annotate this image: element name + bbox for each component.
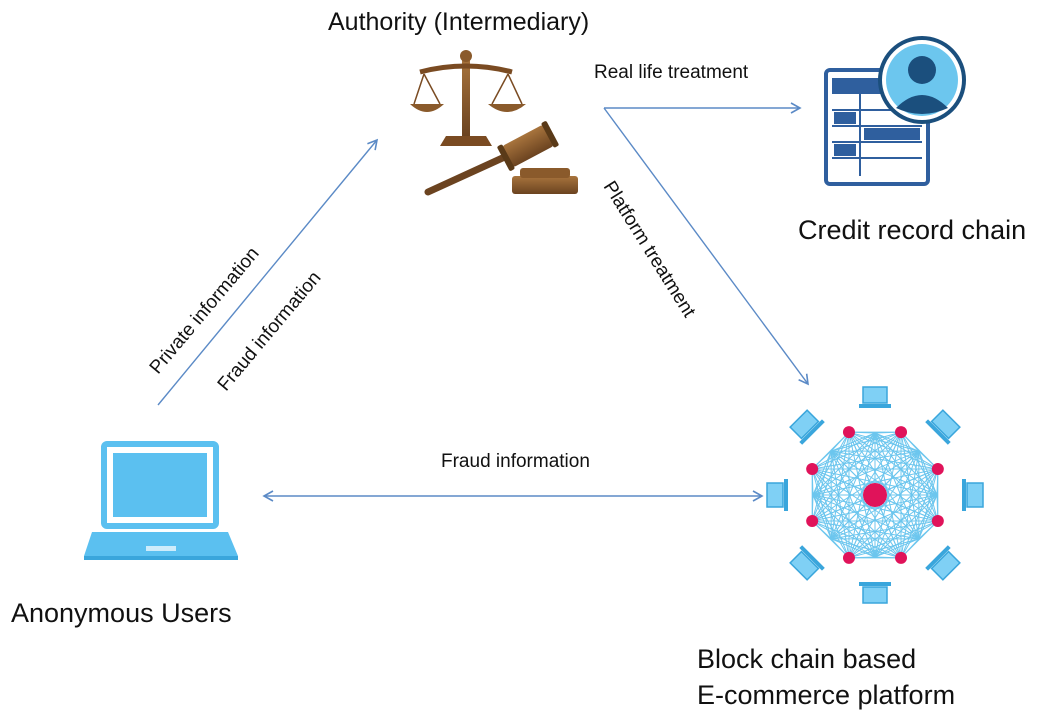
network-ring-node <box>842 551 855 564</box>
mesh-line <box>830 450 938 496</box>
network-laptop-icon <box>859 386 891 408</box>
network-ring-node <box>806 515 819 528</box>
mesh-line <box>830 494 938 540</box>
edge-users-platform: Fraud information <box>262 451 764 502</box>
credit-label: Credit record chain <box>798 215 1026 245</box>
mesh-line <box>830 432 876 452</box>
mesh-line <box>900 451 920 558</box>
arrow-authority-to-platform <box>603 107 809 386</box>
mesh-line <box>874 432 939 522</box>
edge-authority-to-credit: Real life treatment <box>594 62 802 114</box>
mesh-line <box>874 450 920 558</box>
users-label: Anonymous Users <box>11 598 232 628</box>
network-ring-node <box>931 515 944 528</box>
mesh-line <box>874 432 920 452</box>
mesh-line <box>874 538 920 558</box>
scales-and-gavel-icon <box>410 50 578 196</box>
network-ring-node <box>895 426 908 439</box>
network-laptop-icon <box>766 479 788 511</box>
mesh-line <box>812 494 832 540</box>
mesh-line <box>811 468 876 558</box>
credit-record-document-icon <box>824 36 966 186</box>
network-ring-nodes <box>806 426 944 564</box>
edge-users-to-authority: Private information Fraud information <box>146 138 379 406</box>
network-laptop-icon <box>789 545 825 581</box>
network-ring-node <box>895 551 908 564</box>
mesh-line <box>918 494 938 540</box>
mesh-line <box>812 450 920 496</box>
mesh-line <box>830 432 850 539</box>
mesh-line <box>848 494 938 559</box>
laptop-icon <box>84 441 238 560</box>
network-laptop-icon <box>859 582 891 604</box>
network-laptop-icon <box>925 409 961 445</box>
label-fraud-information-horizontal: Fraud information <box>441 451 590 472</box>
node-platform: Block chain based E-commerce platform <box>697 386 984 710</box>
authority-label: Authority (Intermediary) <box>328 8 589 36</box>
label-platform-treatment: Platform treatment <box>599 178 700 322</box>
mesh-line <box>830 450 876 558</box>
mesh-line <box>812 494 920 540</box>
network-center-node <box>863 483 887 507</box>
mesh-line <box>830 538 876 558</box>
node-users: Anonymous Users <box>11 441 238 628</box>
network-ring-node <box>806 462 819 475</box>
network-ring-node <box>842 426 855 439</box>
network-mesh-lines <box>811 431 939 559</box>
platform-label-line2: E-commerce platform <box>697 680 955 710</box>
network-laptop-icon <box>789 409 825 445</box>
network-ring-node <box>931 462 944 475</box>
mesh-line <box>812 450 832 496</box>
mesh-line <box>918 450 938 496</box>
node-authority: Authority (Intermediary) <box>328 8 589 196</box>
network-laptop-icon <box>925 545 961 581</box>
node-credit: Credit record chain <box>798 36 1026 245</box>
mesh-line <box>874 432 920 540</box>
mesh-line <box>830 432 876 540</box>
network-mesh-icon <box>766 386 984 604</box>
mesh-line <box>848 431 939 470</box>
label-real-life-treatment: Real life treatment <box>594 62 749 83</box>
mesh-line <box>848 431 938 496</box>
platform-label-line1: Block chain based <box>697 644 916 674</box>
arrow-users-to-authority <box>157 138 379 406</box>
edge-authority-to-platform: Platform treatment <box>599 107 809 386</box>
mesh-line <box>812 520 919 540</box>
network-device-icons <box>766 386 984 604</box>
network-laptop-icon <box>962 479 984 511</box>
